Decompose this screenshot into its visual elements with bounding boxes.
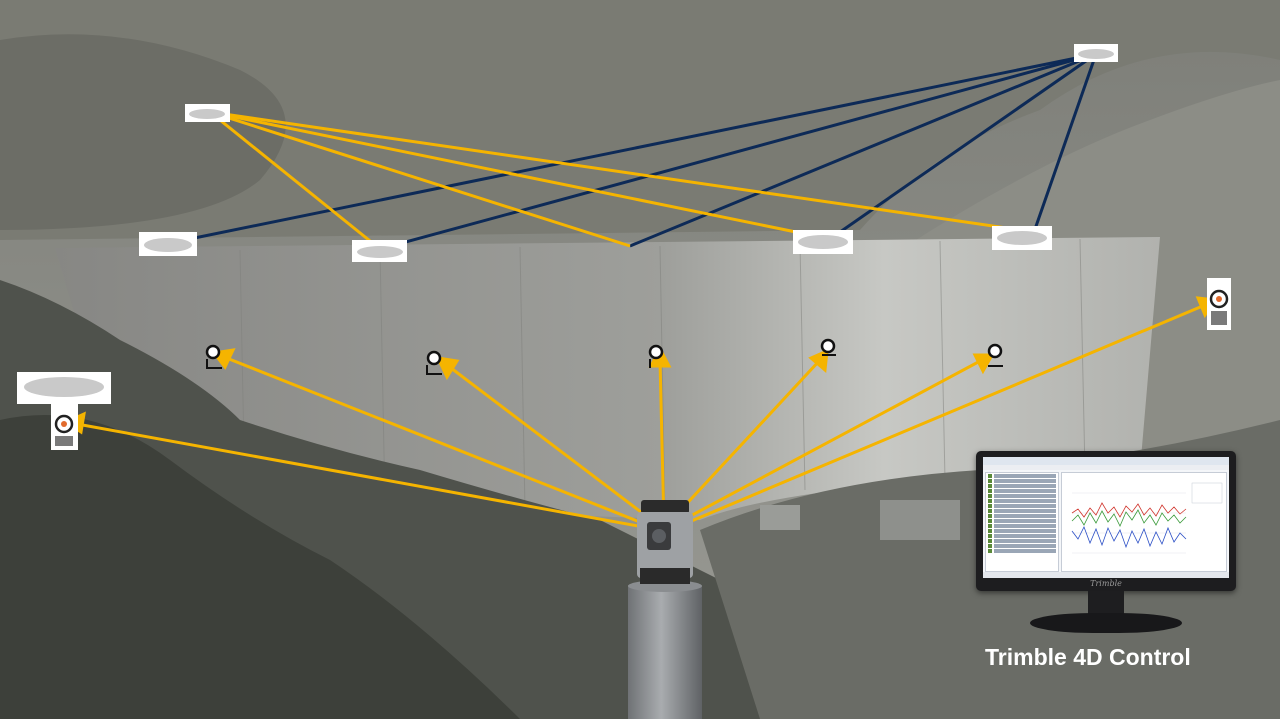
prism-icon (1207, 278, 1231, 330)
station-tree (985, 472, 1059, 572)
window-menubar (983, 465, 1229, 470)
antenna-icon (352, 240, 407, 262)
antenna-icon (992, 226, 1052, 250)
total-station-handle (641, 500, 689, 514)
monitor-neck (1088, 591, 1124, 615)
antenna-icon (17, 372, 111, 404)
prism-icon (51, 404, 78, 450)
antenna-icon (1074, 44, 1118, 62)
monitor-stand (1030, 613, 1182, 633)
building (880, 500, 960, 540)
software-window-icon (983, 457, 1229, 578)
monitor: Trimble (976, 451, 1236, 633)
building-small (760, 505, 800, 530)
antenna-icon (139, 232, 197, 256)
monitor-bezel: Trimble (976, 451, 1236, 591)
total-station (628, 500, 702, 719)
antenna-icon (185, 104, 230, 122)
window-titlebar (983, 457, 1229, 465)
monitor-brand: Trimble (976, 579, 1236, 588)
displacement-plot (1061, 472, 1227, 572)
antenna-icon (793, 230, 853, 254)
product-caption: Trimble 4D Control (985, 644, 1245, 671)
pillar (628, 585, 702, 719)
window-statusbar (983, 572, 1229, 578)
